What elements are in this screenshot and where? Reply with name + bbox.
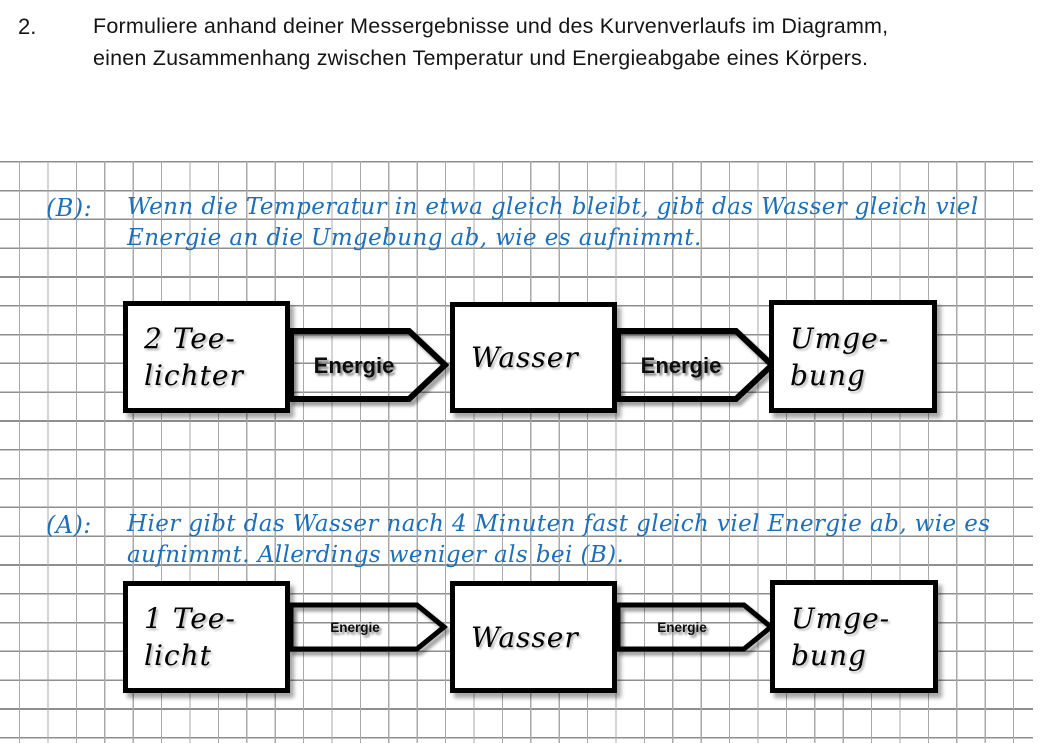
diagram-b-arrow-1-label: Energie — [314, 353, 395, 378]
diagram-b-surroundings-box: Umge- bung — [769, 300, 937, 413]
diagram-a-surroundings-line-2: bung — [791, 638, 867, 672]
answer-b-line-1: Wenn die Temperatur in etwa gleich bleib… — [127, 194, 979, 220]
diagram-b-source-line-1: 2 Tee- — [144, 322, 236, 355]
answer-a-label: (A): — [46, 511, 92, 539]
task-text-line-2: einen Zusammenhang zwischen Temperatur u… — [93, 46, 869, 70]
answer-a-line-1: Hier gibt das Wasser nach 4 Minuten fast… — [127, 511, 991, 537]
task-text-line-1: Formuliere anhand deiner Messergebnisse … — [93, 14, 889, 38]
diagram-a-source-box: 1 Tee- licht — [123, 581, 290, 693]
arrow-shape — [288, 602, 448, 652]
arrow-shape — [288, 328, 450, 402]
arrow-shape — [615, 328, 777, 402]
answer-a-line-2: aufnimmt. Allerdings weniger als bei (B)… — [127, 542, 625, 568]
diagram-a-source-line-1: 1 Tee- — [144, 602, 236, 635]
diagram-b-surroundings-line-2: bung — [790, 358, 866, 392]
diagram-a-arrow-2-label: Energie — [657, 620, 707, 635]
task-number: 2. — [18, 14, 37, 39]
diagram-a-source-line-2: licht — [144, 639, 212, 672]
diagram-a-arrow-1-label: Energie — [330, 620, 380, 635]
diagram-a-water-label: Wasser — [471, 620, 579, 654]
arrow-shape — [615, 602, 775, 652]
diagram-b-arrow-2-label: Energie — [641, 353, 722, 378]
diagram-b-energy-arrow-2: Energie — [615, 328, 777, 402]
diagram-a-surroundings-box: Umge- bung — [770, 580, 938, 693]
diagram-a-energy-arrow-2: Energie — [615, 602, 775, 652]
diagram-b-source-box: 2 Tee- lichter — [123, 301, 290, 413]
diagram-a-surroundings-line-1: Umge- — [791, 601, 891, 635]
answer-b-label: (B): — [46, 194, 93, 222]
diagram-b-water-label: Wasser — [471, 341, 579, 374]
diagram-a-energy-arrow-1: Energie — [288, 602, 448, 652]
diagram-b-energy-arrow-1: Energie — [288, 328, 450, 402]
diagram-a-water-box: Wasser — [450, 581, 617, 693]
diagram-b-water-box: Wasser — [450, 302, 617, 413]
answer-b-line-2: Energie an die Umgebung ab, wie es aufni… — [127, 225, 702, 251]
diagram-b-surroundings-line-1: Umge- — [790, 321, 890, 355]
diagram-b-source-line-2: lichter — [144, 359, 244, 392]
